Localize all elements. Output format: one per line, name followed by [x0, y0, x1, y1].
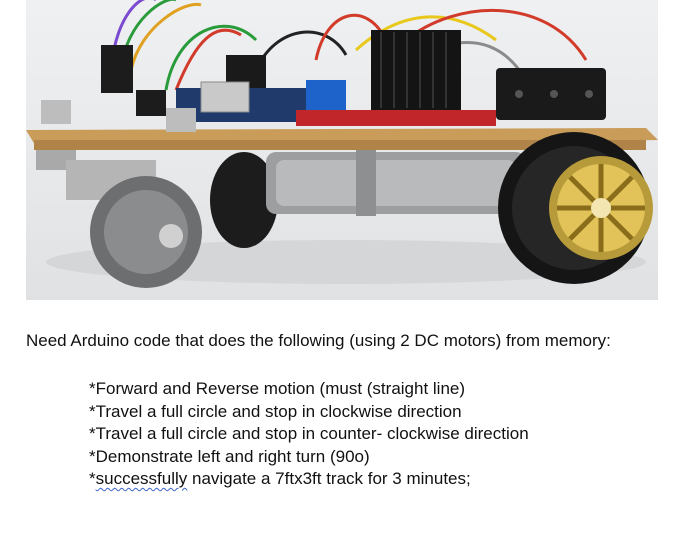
bullet-prefix: *: [89, 469, 96, 488]
list-item: *successfully navigate a 7ftx3ft track f…: [89, 468, 689, 491]
spellcheck-flagged-word: successfully: [95, 469, 188, 488]
list-item-text: navigate a 7ftx3ft track for 3 minutes;: [187, 469, 471, 488]
request-intro: Need Arduino code that does the followin…: [26, 331, 611, 350]
requirements-list: *Forward and Reverse motion (must (strai…: [89, 378, 689, 491]
list-item: *Demonstrate left and right turn (90o): [89, 446, 370, 466]
list-item: *Forward and Reverse motion (must (strai…: [89, 379, 466, 398]
list-item: *Travel a full circle and stop in counte…: [89, 424, 529, 443]
robot-car-photo: [26, 0, 658, 300]
list-item: *Travel a full circle and stop in clockw…: [89, 401, 462, 421]
